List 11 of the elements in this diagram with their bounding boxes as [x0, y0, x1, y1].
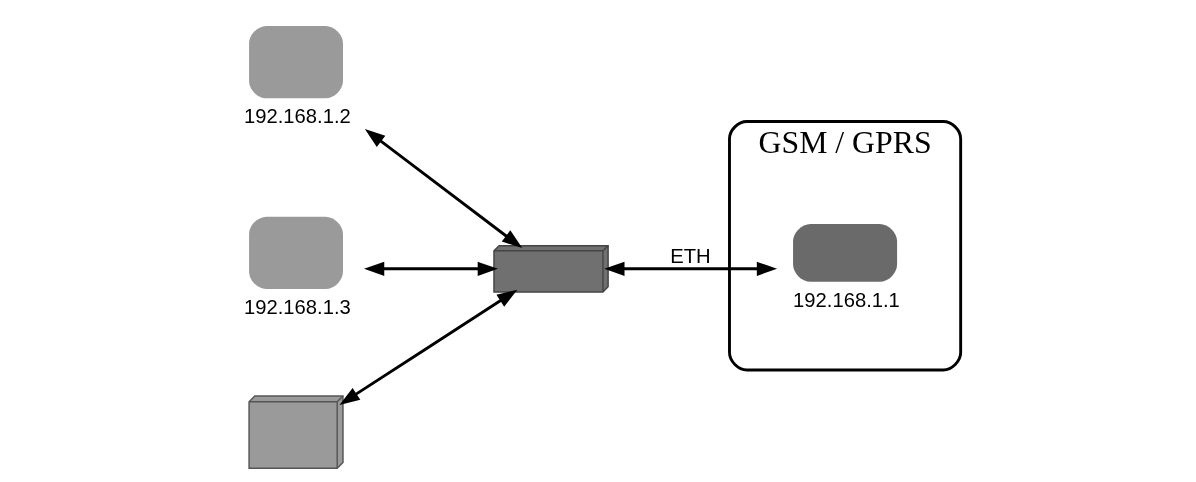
arrow — [339, 289, 518, 405]
node-label: 192.168.1.1 — [793, 288, 900, 311]
arrow — [604, 261, 778, 276]
node-label: 192.168.1.2 — [244, 105, 351, 128]
node-router — [793, 224, 898, 282]
node-label: 192.168.1.3 — [244, 295, 351, 318]
arrow — [364, 129, 523, 249]
arrow — [364, 261, 498, 276]
node-computer — [249, 26, 343, 99]
node-computer — [249, 216, 343, 290]
edge-label: ETH — [670, 245, 711, 268]
